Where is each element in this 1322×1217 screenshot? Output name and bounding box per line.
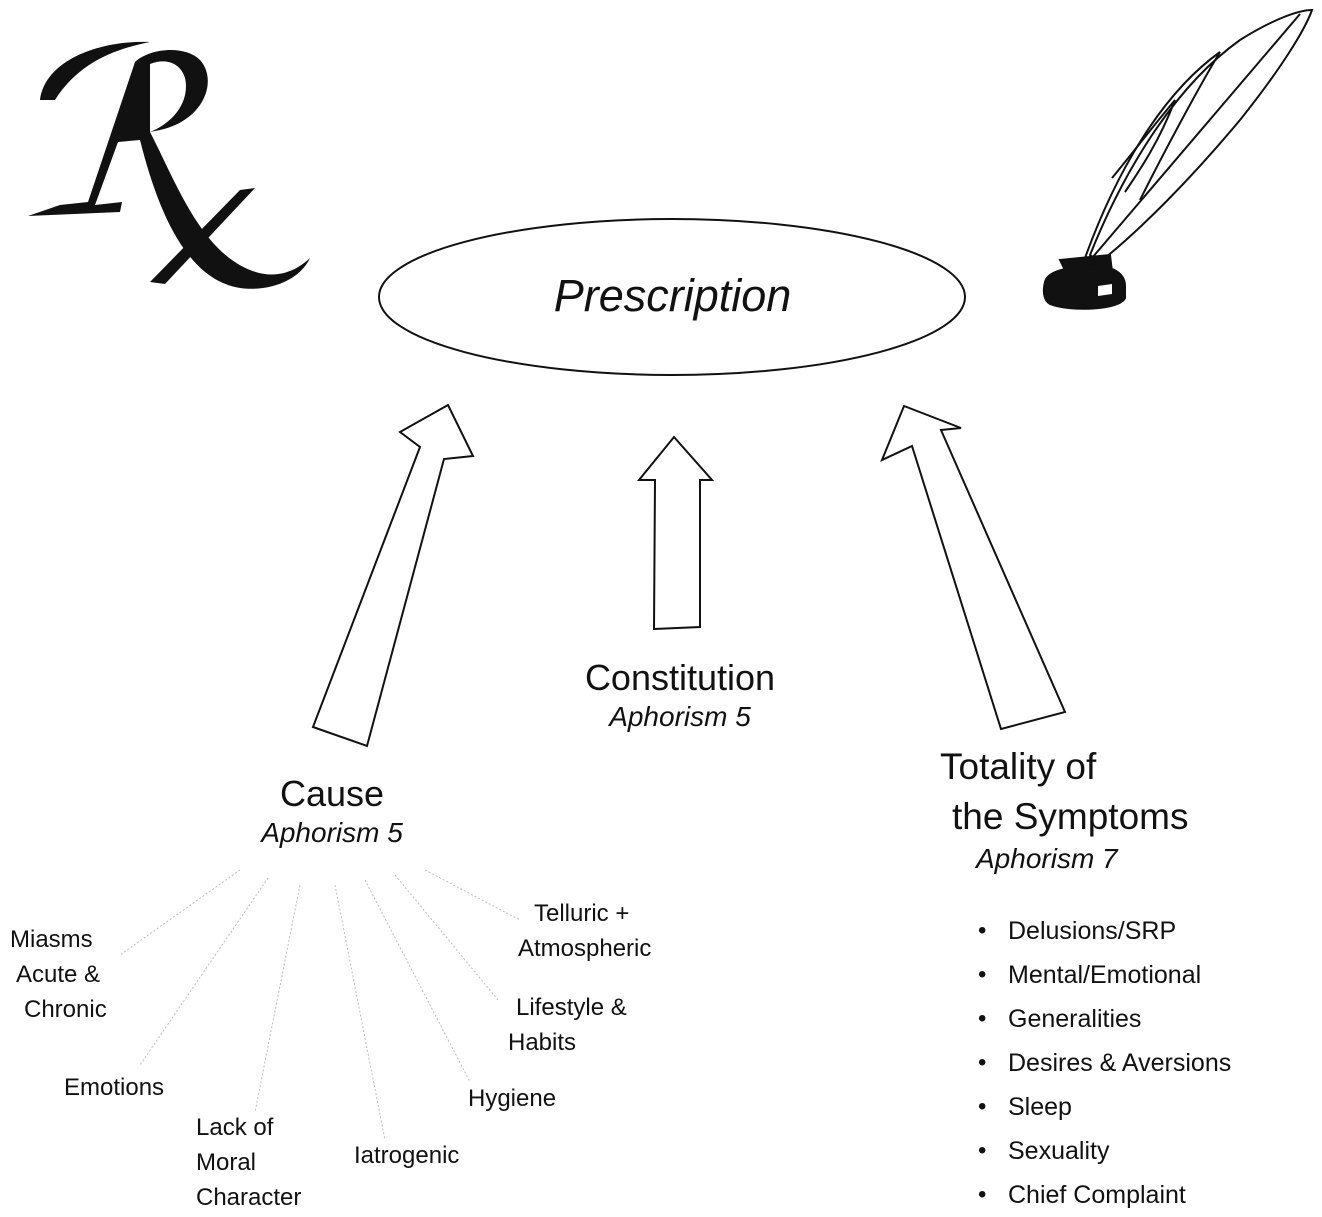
list-item: Mental/Emotional (978, 953, 1231, 997)
list-item: Sexuality (978, 1129, 1231, 1173)
cause-title: Cause (279, 773, 385, 814)
factor-line: Lack of (196, 1114, 274, 1141)
factor-line: Miasms (10, 926, 93, 953)
constitution-node: Constitution Aphorism 5 (530, 656, 830, 734)
totality-arrow (880, 404, 1067, 731)
factor-line: Hygiene (468, 1085, 557, 1112)
totality-title-line2: the Symptoms (952, 796, 1189, 837)
cause-factor-hygiene: Hygiene (468, 1081, 556, 1116)
cause-factor-iatrogenic: Iatrogenic (354, 1138, 459, 1173)
totality-title-line1: Totality of (940, 746, 1097, 787)
constitution-reference: Aphorism 5 (609, 701, 751, 732)
list-item: Chief Complaint (978, 1173, 1231, 1217)
cause-factor-moral-character: Lack of Moral Character (196, 1110, 301, 1215)
prescription-label: Prescription (553, 270, 792, 321)
rx-symbol-icon (28, 41, 310, 289)
factor-line: Habits (508, 1029, 577, 1056)
factor-line: Acute & (16, 961, 101, 988)
constitution-arrow (636, 435, 715, 631)
factor-line: Lifestyle & (516, 994, 627, 1021)
list-item: Delusions/SRP (978, 909, 1231, 953)
totality-symptom-list: Delusions/SRP Mental/Emotional Generalit… (978, 909, 1231, 1217)
cause-factor-emotions: Emotions (64, 1070, 164, 1105)
factor-line: Iatrogenic (354, 1142, 460, 1169)
factor-line: Emotions (64, 1074, 165, 1101)
factor-line: Atmospheric (518, 935, 652, 962)
quill-and-inkwell-icon (1042, 8, 1314, 310)
prescription-ellipse (378, 218, 966, 376)
constitution-title: Constitution (584, 657, 776, 698)
cause-node: Cause Aphorism 5 (212, 772, 452, 850)
cause-factor-telluric: Telluric + Atmospheric (518, 896, 651, 966)
factor-line: Chronic (24, 996, 107, 1023)
factor-line: Moral (196, 1149, 257, 1176)
cause-reference: Aphorism 5 (261, 817, 403, 848)
cause-arrow (311, 403, 475, 748)
cause-connectors (119, 869, 521, 1141)
cause-factor-miasms: Miasms Acute & Chronic (10, 922, 107, 1027)
factor-line: Telluric + (534, 900, 630, 927)
factor-line: Character (196, 1184, 302, 1211)
totality-node: Totality of the Symptoms Aphorism 7 (940, 742, 1188, 876)
list-item: Desires & Aversions (978, 1041, 1231, 1085)
list-item: Sleep (978, 1085, 1231, 1129)
totality-reference: Aphorism 7 (976, 843, 1118, 874)
cause-factor-lifestyle: Lifestyle & Habits (508, 990, 627, 1060)
list-item: Generalities (978, 997, 1231, 1041)
